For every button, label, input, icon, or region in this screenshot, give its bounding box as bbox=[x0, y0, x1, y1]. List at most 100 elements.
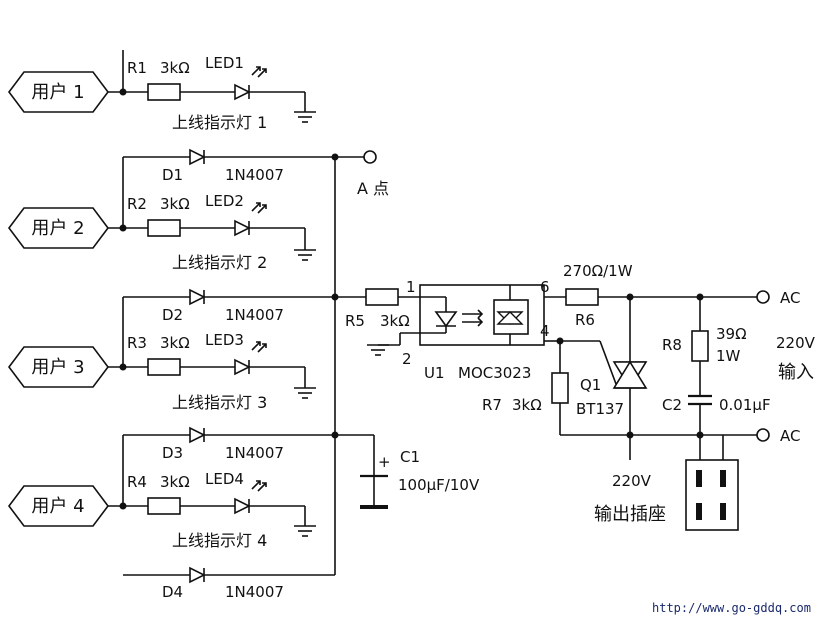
resistor-r3 bbox=[147, 358, 181, 376]
d2-row: D2 1N4007 bbox=[122, 289, 339, 367]
led4-symbol bbox=[234, 498, 250, 514]
r2-label: R2 bbox=[127, 195, 147, 213]
input-label: 输入 bbox=[778, 362, 814, 383]
user-2-label: 用户 2 bbox=[31, 218, 84, 239]
resistor-r8 bbox=[691, 330, 709, 362]
ac-input-terminal-bottom bbox=[756, 428, 770, 442]
d1-label: D1 bbox=[162, 166, 183, 184]
diode-d1 bbox=[189, 149, 205, 165]
user-4-branch: 用户 4 R4 3kΩ LED4 上线指示灯 4 bbox=[8, 470, 317, 550]
r6-value: 270Ω/1W bbox=[563, 262, 633, 280]
user-1-branch: 用户 1 R1 3kΩ LED1 上线指示灯 1 bbox=[8, 50, 317, 132]
c2-label: C2 bbox=[662, 396, 682, 414]
c2-value: 0.01μF bbox=[719, 396, 771, 414]
c1-label: C1 bbox=[400, 448, 420, 466]
ac-bottom-label: AC bbox=[780, 427, 800, 445]
d3-row: D3 1N4007 bbox=[122, 427, 339, 506]
diode-d4 bbox=[189, 567, 205, 583]
d4-row: D4 1N4007 bbox=[123, 567, 335, 601]
resistor-r7 bbox=[551, 372, 569, 404]
r5-value: 3kΩ bbox=[380, 312, 410, 330]
led1-light-icon bbox=[251, 66, 267, 78]
d3-label: D3 bbox=[162, 444, 183, 462]
d2-part: 1N4007 bbox=[225, 306, 284, 324]
r1-label: R1 bbox=[127, 59, 147, 77]
optocoupler-u1: 1 2 6 4 U1 MOC3023 bbox=[366, 278, 550, 382]
indicator-4-label: 上线指示灯 4 bbox=[172, 531, 267, 550]
resistor-r4 bbox=[147, 497, 181, 515]
ground-icon bbox=[293, 111, 317, 123]
resistor-r2 bbox=[147, 219, 181, 237]
r7-value: 3kΩ bbox=[512, 396, 542, 414]
c1-value: 100μF/10V bbox=[398, 476, 480, 494]
resistor-r6 bbox=[565, 288, 599, 306]
watermark-url: http://www.go-gddq.com bbox=[652, 601, 811, 615]
ground-icon bbox=[366, 344, 390, 356]
u1-pin4: 4 bbox=[540, 322, 550, 340]
u1-pin6: 6 bbox=[540, 278, 550, 296]
d4-part: 1N4007 bbox=[225, 583, 284, 601]
snubber-r8-c2: R8 39Ω 1W C2 0.01μF AC 220V 输入 bbox=[662, 297, 816, 460]
r6-label: R6 bbox=[575, 311, 595, 329]
r3-value: 3kΩ bbox=[160, 334, 190, 352]
ground-icon bbox=[293, 525, 317, 537]
r4-value: 3kΩ bbox=[160, 473, 190, 491]
user-3-label: 用户 3 bbox=[31, 357, 84, 378]
d1-row: D1 1N4007 A 点 bbox=[122, 149, 389, 228]
led2-label: LED2 bbox=[205, 192, 244, 210]
indicator-3-label: 上线指示灯 3 bbox=[172, 393, 267, 412]
led4-light-icon bbox=[251, 480, 267, 492]
diode-d3 bbox=[189, 427, 205, 443]
r8-label: R8 bbox=[662, 336, 682, 354]
ground-icon bbox=[293, 249, 317, 261]
user-1-label: 用户 1 bbox=[31, 82, 84, 103]
u1-label: U1 bbox=[424, 364, 445, 382]
r8-value: 39Ω bbox=[716, 325, 747, 343]
output-socket: 220V 输出插座 bbox=[594, 435, 739, 531]
r7-label: R7 bbox=[482, 396, 502, 414]
led3-symbol bbox=[234, 359, 250, 375]
r8-power: 1W bbox=[716, 347, 741, 365]
q1-part: BT137 bbox=[576, 400, 624, 418]
led3-label: LED3 bbox=[205, 331, 244, 349]
r2-value: 3kΩ bbox=[160, 195, 190, 213]
input-voltage: 220V bbox=[776, 334, 816, 352]
led4-label: LED4 bbox=[205, 470, 244, 488]
c1-plus: + bbox=[378, 453, 391, 471]
u1-pin1: 1 bbox=[406, 278, 416, 296]
user-3-branch: 用户 3 R3 3kΩ LED3 上线指示灯 3 bbox=[8, 331, 317, 412]
ac-top-label: AC bbox=[780, 289, 800, 307]
q1-label: Q1 bbox=[580, 376, 601, 394]
r6-top-line: 270Ω/1W R6 AC bbox=[544, 262, 800, 329]
d3-part: 1N4007 bbox=[225, 444, 284, 462]
ground-icon bbox=[293, 387, 317, 399]
output-voltage: 220V bbox=[612, 472, 652, 490]
r5-label: R5 bbox=[345, 312, 365, 330]
d1-part: 1N4007 bbox=[225, 166, 284, 184]
led1-label: LED1 bbox=[205, 54, 244, 72]
r1-value: 3kΩ bbox=[160, 59, 190, 77]
diode-d2 bbox=[189, 289, 205, 305]
u1-pin2: 2 bbox=[402, 350, 412, 368]
indicator-2-label: 上线指示灯 2 bbox=[172, 253, 267, 272]
d2-label: D2 bbox=[162, 306, 183, 324]
socket-body bbox=[685, 459, 739, 531]
u1-part: MOC3023 bbox=[458, 364, 531, 382]
triac-q1: Q1 BT137 bbox=[576, 297, 648, 439]
resistor-r5-group: R5 3kΩ bbox=[335, 288, 420, 330]
led2-symbol bbox=[234, 220, 250, 236]
d4-label: D4 bbox=[162, 583, 183, 601]
led3-light-icon bbox=[251, 341, 267, 353]
led1-symbol bbox=[234, 84, 250, 100]
q1-gate-network: R7 3kΩ bbox=[482, 337, 757, 436]
user-4-label: 用户 4 bbox=[31, 496, 84, 517]
point-a-terminal bbox=[363, 150, 377, 164]
indicator-1-label: 上线指示灯 1 bbox=[172, 113, 267, 132]
capacitor-c1: + C1 100μF/10V bbox=[335, 434, 480, 509]
resistor-r5 bbox=[365, 288, 399, 306]
user-2-branch: 用户 2 R2 3kΩ LED2 上线指示灯 2 bbox=[8, 192, 317, 272]
resistor-r1 bbox=[147, 83, 181, 101]
output-label: 输出插座 bbox=[594, 504, 666, 525]
led2-light-icon bbox=[251, 202, 267, 214]
